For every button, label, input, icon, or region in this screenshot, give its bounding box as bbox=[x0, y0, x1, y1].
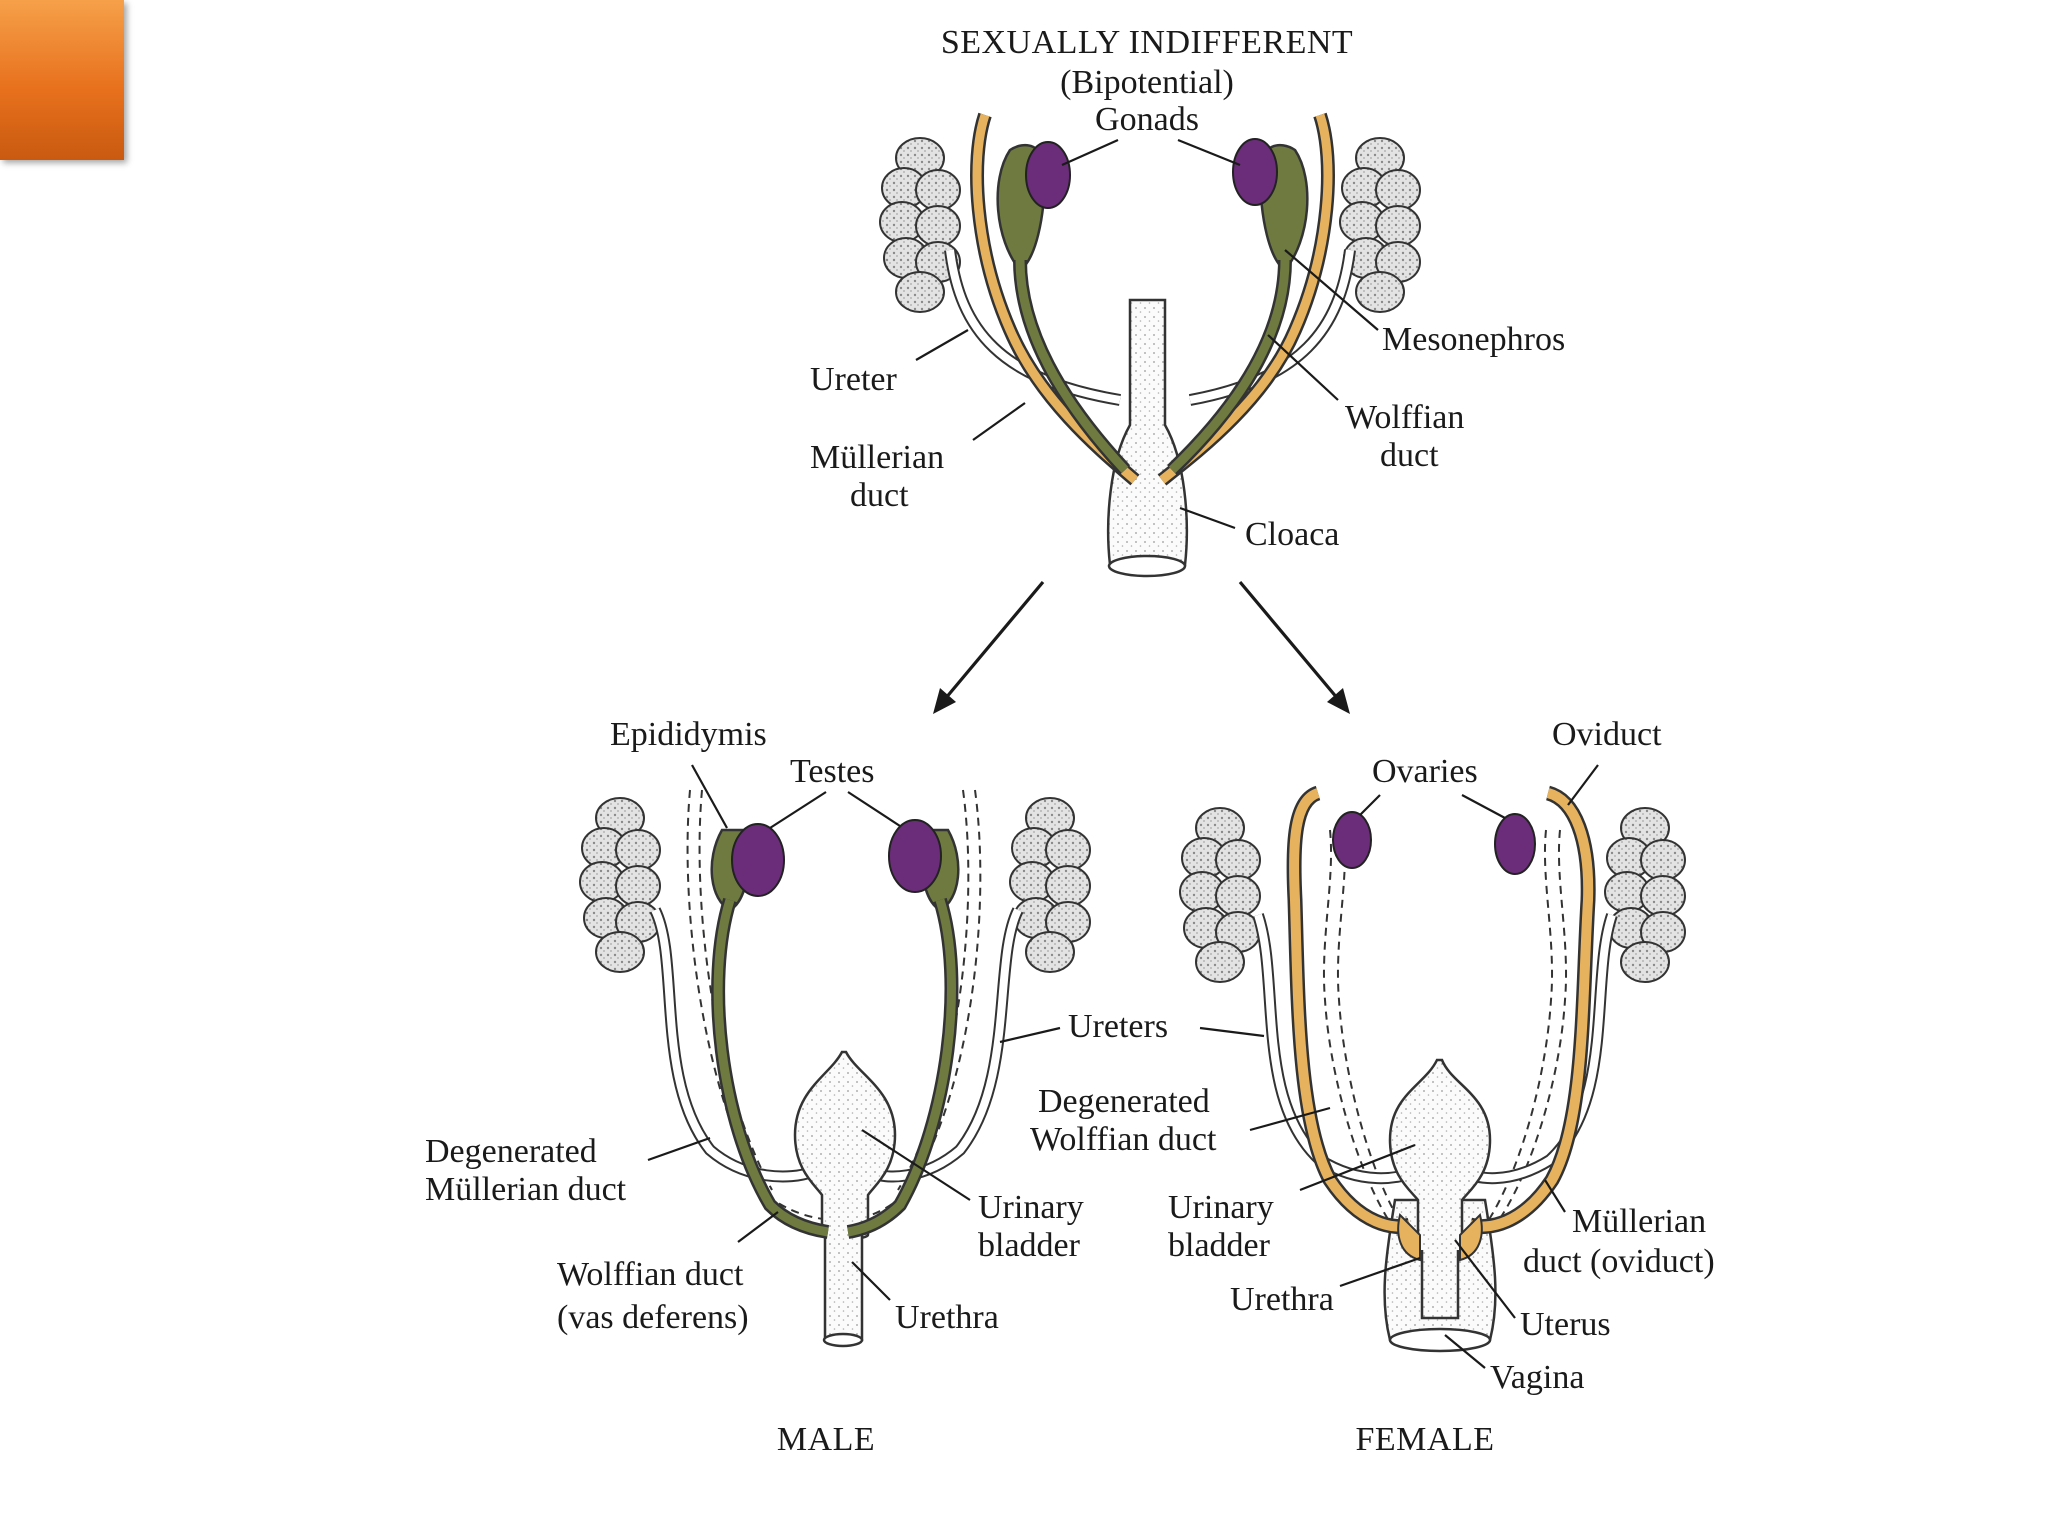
testis-right bbox=[888, 819, 942, 893]
urinary-bladder-male bbox=[793, 1050, 897, 1240]
testis-left bbox=[731, 823, 785, 897]
kidney-right-top bbox=[1339, 137, 1421, 313]
label-urethra-female: Urethra bbox=[1230, 1281, 1334, 1318]
urethra-male bbox=[823, 1235, 864, 1342]
label-mesonephros: Mesonephros bbox=[1382, 321, 1565, 358]
label-degenerated-wolffian-2: Wolffian duct bbox=[1030, 1121, 1217, 1158]
label-uterus: Uterus bbox=[1520, 1306, 1611, 1343]
urethra-female bbox=[1420, 1250, 1460, 1320]
label-oviduct: Oviduct bbox=[1552, 716, 1662, 753]
caption-female: FEMALE bbox=[1356, 1421, 1495, 1458]
kidney-left-female bbox=[1179, 807, 1261, 983]
label-mullerian-duct-female-2: duct (oviduct) bbox=[1523, 1243, 1715, 1280]
label-wolffian-duct-2: duct bbox=[1380, 437, 1439, 474]
kidney-left-top bbox=[879, 137, 961, 313]
label-testes: Testes bbox=[790, 753, 875, 790]
caption-male: MALE bbox=[777, 1421, 875, 1458]
label-wolffian-duct-male-1: Wolffian duct bbox=[557, 1256, 744, 1293]
cloaca-shape bbox=[1106, 298, 1189, 567]
male-stage: Epididymis Testes Ureters Degenerated Mü… bbox=[425, 716, 1265, 1458]
title-sexually-indifferent: SEXUALLY INDIFFERENT bbox=[941, 24, 1353, 61]
label-urinary-bladder-male-1: Urinary bbox=[978, 1189, 1084, 1226]
label-mullerian-duct-1: Müllerian bbox=[810, 439, 944, 476]
ovary-left bbox=[1332, 811, 1372, 869]
gonad-left-top bbox=[1025, 141, 1071, 209]
slide-accent-block bbox=[0, 0, 124, 160]
label-cloaca: Cloaca bbox=[1245, 516, 1339, 553]
female-stage: Ovaries Oviduct Degenerated Wolffian duc… bbox=[1030, 716, 1715, 1458]
label-degenerated-mullerian-2: Müllerian duct bbox=[425, 1171, 627, 1208]
kidney-right-female bbox=[1604, 807, 1686, 983]
kidney-left-male bbox=[579, 797, 661, 973]
label-degenerated-mullerian-1: Degenerated bbox=[425, 1133, 597, 1170]
label-urinary-bladder-female-1: Urinary bbox=[1168, 1189, 1274, 1226]
label-ureter: Ureter bbox=[810, 361, 898, 398]
title-bipotential: (Bipotential) bbox=[1060, 64, 1234, 101]
arrow-to-female bbox=[1238, 580, 1345, 707]
uterus-shape bbox=[1397, 1213, 1421, 1262]
label-urethra-male: Urethra bbox=[895, 1299, 999, 1336]
label-vagina: Vagina bbox=[1490, 1359, 1584, 1396]
degenerated-mullerian-right bbox=[854, 789, 982, 1221]
kidney-right-male bbox=[1009, 797, 1091, 973]
label-gonads: Gonads bbox=[1095, 101, 1199, 138]
label-wolffian-duct-1: Wolffian bbox=[1345, 399, 1464, 436]
label-wolffian-duct-male-2: (vas deferens) bbox=[557, 1299, 749, 1336]
label-degenerated-wolffian-1: Degenerated bbox=[1038, 1083, 1210, 1120]
label-epididymis: Epididymis bbox=[610, 716, 767, 753]
gonad-right-top bbox=[1232, 138, 1278, 206]
label-mullerian-duct-2: duct bbox=[850, 477, 909, 514]
label-ovaries: Ovaries bbox=[1372, 753, 1478, 790]
development-arrows bbox=[933, 580, 1350, 714]
arrow-to-male bbox=[938, 580, 1045, 707]
ovary-right bbox=[1494, 813, 1536, 875]
label-urinary-bladder-male-2: bladder bbox=[978, 1227, 1081, 1264]
label-urinary-bladder-female-2: bladder bbox=[1168, 1227, 1271, 1264]
label-ureters: Ureters bbox=[1068, 1008, 1168, 1045]
indifferent-stage: SEXUALLY INDIFFERENT (Bipotential) Gonad… bbox=[810, 24, 1565, 578]
label-mullerian-duct-female-1: Müllerian bbox=[1572, 1203, 1706, 1240]
